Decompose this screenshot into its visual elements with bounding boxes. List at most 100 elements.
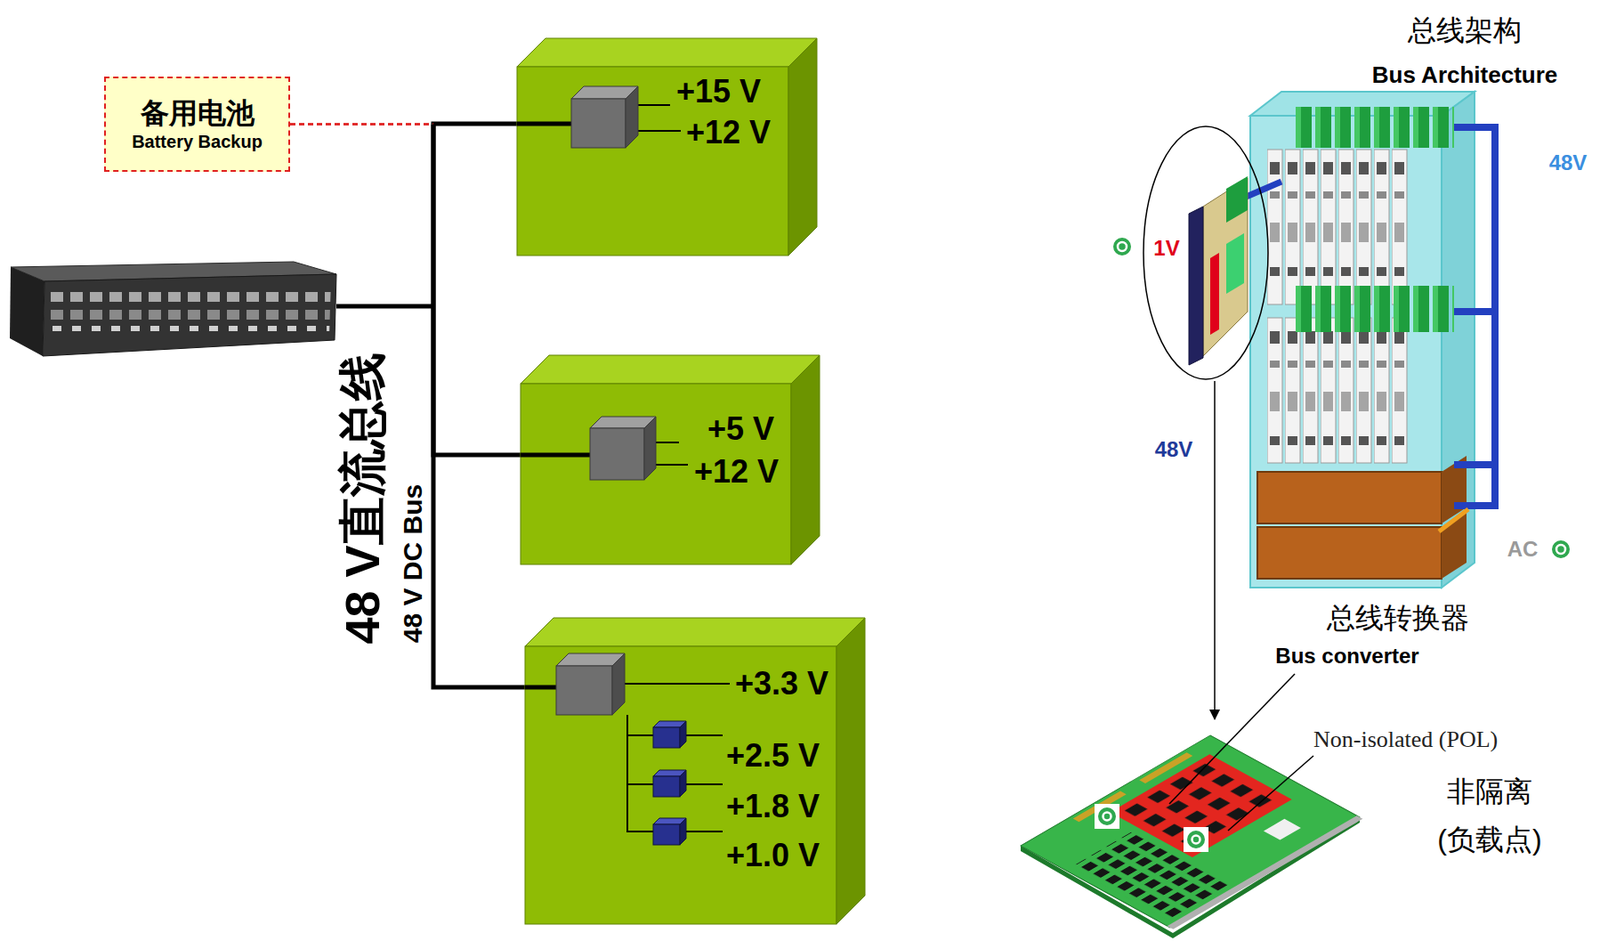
part-name: 总线转换器: [1326, 603, 1470, 632]
wire: [638, 129, 681, 132]
wire: [525, 685, 557, 690]
voltage-tag: 48V: [1549, 152, 1588, 174]
wire: [627, 783, 654, 785]
converter-cube-front: [653, 824, 680, 845]
battery-tie-line: [290, 123, 434, 126]
voltage-tag: 1V: [1153, 237, 1180, 259]
module-front: [525, 646, 837, 924]
connector-row: [1295, 285, 1455, 332]
part-name: Bus converter: [1275, 645, 1419, 667]
bus-feed: [290, 124, 526, 688]
on-logo-ring: [1117, 242, 1127, 251]
battery-tie-line: [290, 123, 434, 126]
module-side: [788, 38, 817, 256]
wire: [686, 783, 723, 785]
on-logo-ground: [1094, 803, 1120, 829]
wire: [517, 121, 572, 127]
connector-row: [1295, 106, 1455, 148]
on-logo: [1112, 236, 1132, 257]
leader-line: [1228, 755, 1314, 831]
voltage-output: +2.5 V: [726, 739, 820, 772]
dc-bus-line: [433, 124, 521, 456]
voltage-output: +12 V: [694, 455, 779, 488]
converter-cube-front: [571, 98, 626, 148]
converter-cube-side: [612, 653, 625, 715]
module-shape: [517, 38, 817, 256]
module-side: [836, 617, 865, 924]
on-logo-ring: [1556, 544, 1566, 554]
on-logo-ground: [1183, 826, 1209, 852]
leader-line: [1169, 673, 1295, 804]
figure-heading: Bus Architecture: [1372, 63, 1559, 87]
cabinet-front: [1250, 115, 1442, 588]
wire: [655, 463, 688, 466]
48v-bus-bar: [1454, 127, 1495, 506]
voltage-output: +15 V: [676, 75, 761, 108]
board-pcb: [1020, 735, 1360, 928]
module-top: [525, 617, 865, 647]
highlight-ellipse: [1143, 126, 1269, 380]
wire: [686, 734, 723, 736]
rack-unit-side: [9, 266, 45, 356]
wire: [638, 104, 671, 106]
card-front-panel: [1188, 206, 1204, 365]
part-name: 非隔离 (负载点): [1431, 767, 1548, 864]
on-logo: [1551, 539, 1571, 559]
input-tag: AC: [1507, 538, 1539, 560]
card-48v-feed: [1244, 181, 1282, 198]
card-module: [1226, 233, 1245, 294]
battery-label: 备用电池: [140, 96, 255, 130]
part-name: Non-isolated (POL): [1313, 727, 1498, 752]
on-logo: [1183, 826, 1209, 852]
zoom-arrow: [1213, 380, 1216, 720]
power-module-box: +3.3 V+2.5 V+1.8 V+1.0 V: [525, 617, 865, 924]
module-front: [520, 383, 792, 565]
on-logo: [1094, 803, 1120, 829]
rack-bus-tap: [336, 304, 434, 309]
converter-cube-side: [679, 769, 687, 797]
bus-converter-module: [1257, 526, 1442, 579]
converter-cube-side: [679, 720, 687, 748]
cabinet-side: [1441, 91, 1475, 588]
on-logo-ring: [1192, 835, 1201, 844]
rack-unit-ports: [46, 279, 332, 349]
voltage-output: +5 V: [707, 412, 775, 445]
board: [1020, 735, 1363, 930]
voltage-output: +3.3 V: [735, 667, 829, 700]
wire: [626, 714, 629, 833]
48v-bus-bar: [1454, 307, 1495, 316]
battery-label: Battery Backup: [131, 130, 263, 153]
board-chip: [1263, 818, 1302, 841]
connectors: [290, 123, 526, 687]
card-connector: [1226, 176, 1248, 223]
bus-title: 48 V直流总线: [338, 352, 387, 644]
wire: [627, 830, 654, 833]
voltage-output: +12 V: [686, 116, 771, 149]
on-logo-disc: [1098, 807, 1116, 825]
battery-backup-box: 备用电池Battery Backup: [104, 76, 291, 172]
48v-bus-bar: [1454, 460, 1495, 469]
bus-title: 48 V DC Bus: [399, 484, 427, 643]
on-logo-disc: [1112, 236, 1132, 257]
wire: [686, 830, 723, 833]
ac-input-wire: [1438, 509, 1469, 532]
bus-feed: [290, 123, 518, 126]
on-logo-disc: [1551, 539, 1571, 559]
converter-cube-front: [556, 665, 613, 715]
wire: [627, 734, 654, 736]
module-top: [517, 38, 817, 67]
rack-unit-front: [42, 274, 337, 356]
card-converter: [1210, 252, 1220, 335]
module-side: [791, 355, 820, 565]
converter-cube-side: [625, 86, 639, 148]
board-connector: [1139, 751, 1193, 784]
bus-feed: [290, 124, 521, 456]
power-module-box: +5 V +12 V: [520, 355, 820, 565]
converter-cube-front: [653, 775, 680, 797]
dc-bus-line: [433, 121, 518, 128]
wire: [655, 441, 679, 444]
voltage-output: +1.8 V: [726, 790, 820, 823]
voltage-tag: 48V: [1155, 438, 1194, 461]
on-logo-ring: [1103, 812, 1112, 821]
